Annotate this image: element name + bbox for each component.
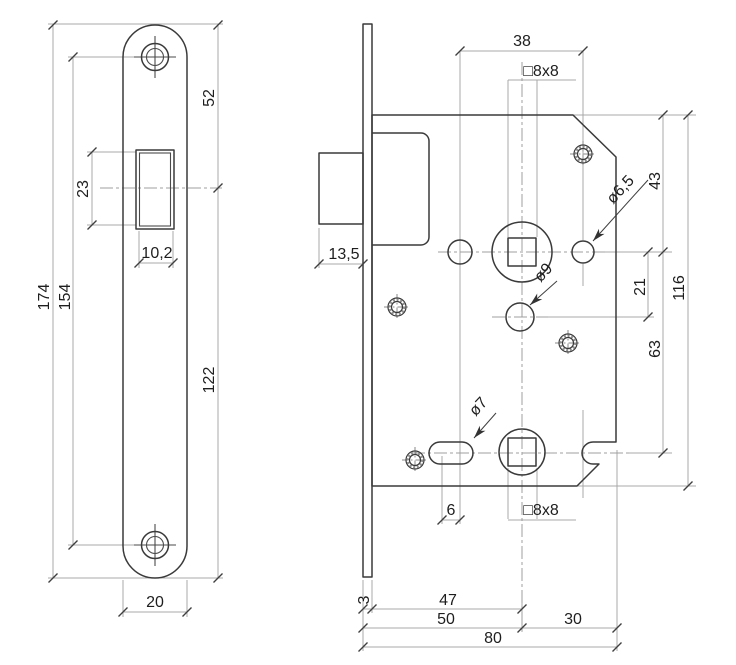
dim-backset: 50 bbox=[437, 611, 455, 628]
dim-square-bottom: □8x8 bbox=[523, 502, 559, 519]
front-view bbox=[122, 24, 188, 579]
latch-front-inner bbox=[138, 152, 172, 227]
dim-square-top: □8x8 bbox=[523, 63, 559, 80]
dim-center-to-slot: 63 bbox=[647, 340, 664, 358]
top-screw-hole-inner bbox=[145, 47, 165, 67]
dim-latch-to-bottom: 122 bbox=[201, 367, 218, 394]
slot-hole-7 bbox=[428, 441, 474, 465]
dim-latch-depth: 13,5 bbox=[328, 246, 359, 263]
bottom-screw-hole-inner bbox=[145, 535, 165, 555]
dimension-ticks bbox=[48, 20, 693, 652]
dimension-lines bbox=[48, 23, 696, 651]
side-view bbox=[318, 23, 617, 578]
dim-center-to-aux: 21 bbox=[632, 278, 649, 296]
dimension-labels: 174 154 52 122 23 10,2 20 38 □8x8 13,5 ø… bbox=[36, 33, 688, 647]
latch-front bbox=[135, 149, 175, 230]
screwhole-crosshairs bbox=[134, 36, 176, 566]
dim-slot-offset: 6 bbox=[447, 502, 456, 519]
top-screw-hole bbox=[140, 42, 170, 72]
dim-plate-width: 20 bbox=[146, 594, 164, 611]
dim-total-height: 174 bbox=[36, 284, 53, 311]
screw-top-right bbox=[570, 141, 596, 167]
spindle-hole-top bbox=[491, 221, 553, 283]
screw-mid-left bbox=[384, 294, 410, 320]
latch-bolt bbox=[318, 152, 364, 225]
lock-body-outline bbox=[371, 114, 617, 487]
dim-latch-width: 10,2 bbox=[141, 245, 172, 262]
dim-hole-spacing: 154 bbox=[57, 284, 74, 311]
dim-body-height: 116 bbox=[671, 275, 688, 301]
dim-rear-width: 30 bbox=[564, 611, 582, 628]
dim-body-width: 80 bbox=[484, 630, 502, 647]
dim-plate-thickness: 3 bbox=[356, 595, 373, 604]
faceplate-edge bbox=[362, 23, 373, 578]
bottom-screw-hole bbox=[140, 530, 170, 560]
dim-backset-inner: 47 bbox=[439, 592, 457, 609]
dim-top-to-latch: 52 bbox=[201, 89, 218, 107]
aux-hole-left bbox=[447, 239, 473, 265]
dim-hole-spacing-top: 38 bbox=[513, 33, 531, 50]
screw-mid-right bbox=[555, 330, 581, 356]
dim-dia-aux: ø9 bbox=[531, 260, 556, 285]
dim-top-to-center: 43 bbox=[647, 172, 664, 190]
centerlines bbox=[100, 62, 632, 632]
follower-hole-6-5 bbox=[571, 240, 595, 264]
latch-block bbox=[372, 132, 430, 246]
dim-dia-follower: ø6,5 bbox=[604, 172, 638, 207]
spindle-square-bottom bbox=[507, 437, 537, 467]
leader-lines bbox=[473, 179, 649, 439]
screw-bottom-left bbox=[402, 447, 428, 473]
spindle-square-top bbox=[507, 237, 537, 267]
dim-latch-height: 23 bbox=[75, 180, 92, 198]
faceplate-outline bbox=[122, 24, 188, 579]
screws bbox=[384, 141, 596, 473]
spindle-hole-bottom bbox=[498, 428, 546, 476]
aux-hole-9 bbox=[505, 302, 535, 332]
dim-dia-slot: ø7 bbox=[466, 394, 491, 419]
